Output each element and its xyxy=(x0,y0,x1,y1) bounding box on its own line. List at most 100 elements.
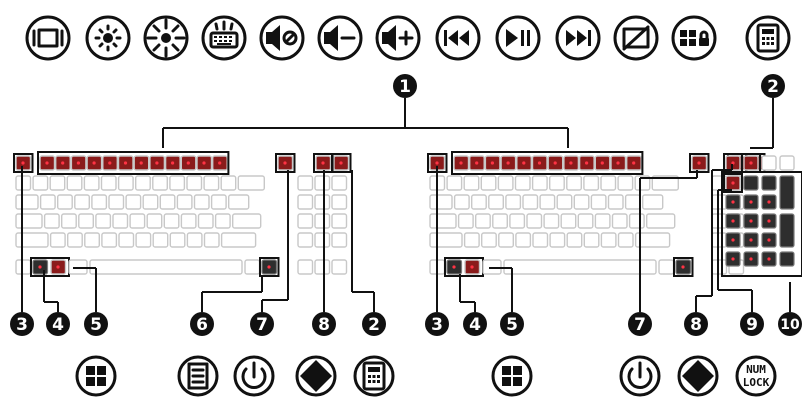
key xyxy=(297,175,314,191)
key xyxy=(498,232,514,248)
key xyxy=(429,194,453,210)
key xyxy=(331,194,348,210)
key-indicator xyxy=(171,161,175,165)
key-indicator xyxy=(38,265,42,269)
function-keys-frame xyxy=(451,151,644,175)
diamond-icon xyxy=(677,355,719,397)
key xyxy=(711,259,728,275)
key xyxy=(220,232,257,248)
keyboard-left xyxy=(13,151,352,277)
svg-text:10: 10 xyxy=(780,317,800,333)
key xyxy=(549,232,566,248)
key xyxy=(522,194,539,210)
key xyxy=(297,259,314,275)
brightness-up-icon xyxy=(143,15,189,61)
key-frame xyxy=(673,257,694,277)
key-indicator xyxy=(339,161,343,165)
svg-text:3: 3 xyxy=(431,315,443,335)
key-indicator xyxy=(697,161,701,165)
svg-text:5: 5 xyxy=(90,315,102,335)
callout-left-2: 2 xyxy=(362,312,386,336)
windows-lock-icon xyxy=(671,15,717,61)
numpad-key xyxy=(779,251,795,267)
callout-left-8: 8 xyxy=(312,312,336,336)
key xyxy=(549,175,565,191)
key xyxy=(84,232,101,248)
key-indicator xyxy=(139,161,143,165)
key xyxy=(15,259,32,275)
key xyxy=(594,213,611,229)
spacebar xyxy=(89,259,243,275)
key xyxy=(95,213,112,229)
key-indicator xyxy=(490,161,494,165)
svg-text:5: 5 xyxy=(506,315,518,335)
key-indicator xyxy=(749,161,753,165)
key xyxy=(74,194,91,210)
key-indicator xyxy=(92,161,96,165)
key xyxy=(617,175,634,191)
key-frame xyxy=(689,153,710,173)
key-frame xyxy=(275,153,296,173)
key xyxy=(492,213,508,229)
key xyxy=(463,175,480,191)
key xyxy=(297,213,314,229)
power-icon xyxy=(233,355,275,397)
key xyxy=(197,213,214,229)
numpad-frame xyxy=(721,171,802,277)
num-lock-icon: NUM LOCK xyxy=(735,355,777,397)
key-indicator xyxy=(767,200,771,204)
key-indicator xyxy=(506,161,510,165)
svg-text:1: 1 xyxy=(399,77,411,97)
key xyxy=(600,175,617,191)
key xyxy=(83,175,100,191)
touchpad-lock-icon xyxy=(613,15,659,61)
svg-text:2: 2 xyxy=(368,315,380,335)
key xyxy=(142,194,159,210)
key xyxy=(617,232,634,248)
key-indicator xyxy=(767,257,771,261)
key-indicator xyxy=(61,161,65,165)
svg-text:4: 4 xyxy=(52,315,64,335)
key xyxy=(210,194,227,210)
key-frame xyxy=(741,153,761,173)
key xyxy=(556,194,573,210)
callouts-row: 3 4 5 6 7 8 2 3 4 5 7 8 9 10 xyxy=(10,312,802,336)
key xyxy=(590,194,607,210)
key xyxy=(531,175,548,191)
key xyxy=(203,232,220,248)
key xyxy=(66,232,83,248)
calculator-icon xyxy=(353,355,395,397)
key xyxy=(314,259,331,275)
key xyxy=(108,194,125,210)
key xyxy=(152,175,169,191)
key-indicator xyxy=(731,238,735,242)
callout-left-3: 3 xyxy=(10,312,34,336)
key xyxy=(331,213,348,229)
right-leaders xyxy=(436,164,791,312)
key-indicator xyxy=(435,161,439,165)
key-indicator xyxy=(522,161,526,165)
esc-key-frame xyxy=(13,153,34,173)
mute-icon xyxy=(259,15,305,61)
callout-right-9: 9 xyxy=(740,312,764,336)
key xyxy=(515,232,532,248)
callout-1: 1 xyxy=(393,74,417,98)
key xyxy=(129,213,146,229)
svg-text:8: 8 xyxy=(318,315,330,335)
key xyxy=(15,175,32,191)
key-indicator xyxy=(470,265,474,269)
key xyxy=(32,175,49,191)
key-indicator xyxy=(452,265,456,269)
key-indicator xyxy=(45,161,49,165)
callout-right-3: 3 xyxy=(425,312,449,336)
keyboard-backlight-icon xyxy=(201,15,247,61)
key xyxy=(480,175,497,191)
key-indicator xyxy=(186,161,190,165)
svg-text:7: 7 xyxy=(256,315,268,335)
bottom-icons-right: NUM LOCK xyxy=(491,355,777,397)
volume-down-icon xyxy=(317,15,363,61)
key xyxy=(112,213,129,229)
key xyxy=(475,213,491,229)
next-track-icon xyxy=(555,15,601,61)
key xyxy=(560,213,577,229)
